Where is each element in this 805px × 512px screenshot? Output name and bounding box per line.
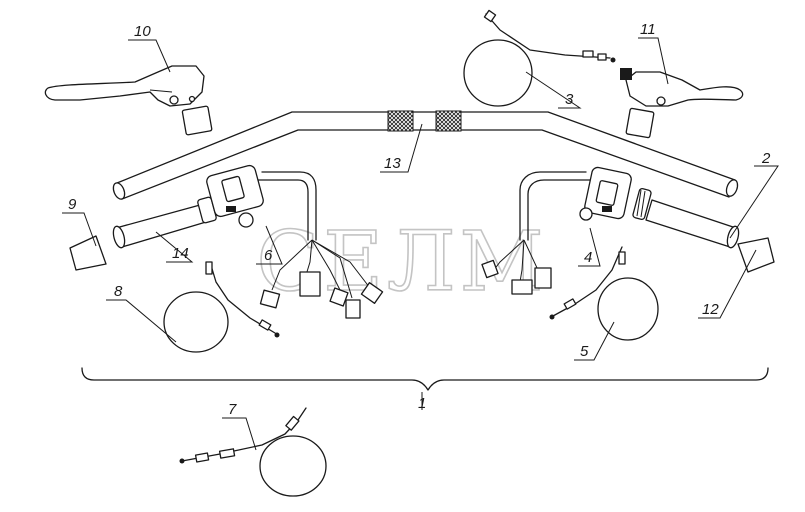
right-lever bbox=[620, 68, 744, 139]
callout-8: 8 bbox=[114, 283, 123, 300]
leader-lines bbox=[62, 37, 779, 451]
callout-11: 11 bbox=[640, 21, 656, 38]
cable-3 bbox=[463, 9, 616, 107]
callout-10: 10 bbox=[134, 23, 151, 40]
callout-1: 1 bbox=[418, 395, 426, 412]
cable-5 bbox=[549, 246, 659, 341]
callout-2: 2 bbox=[761, 150, 771, 167]
callout-4: 4 bbox=[584, 249, 592, 266]
right-grip bbox=[632, 187, 740, 249]
right-grip-cap bbox=[737, 237, 775, 273]
cable-8 bbox=[163, 261, 280, 353]
callout-3: 3 bbox=[565, 91, 574, 108]
cable-7 bbox=[179, 407, 327, 497]
callout-5: 5 bbox=[580, 343, 589, 360]
callout-13: 13 bbox=[384, 155, 401, 172]
left-grip-cap bbox=[69, 235, 107, 271]
callout-6: 6 bbox=[264, 247, 273, 264]
right-switch bbox=[481, 166, 632, 295]
callout-14: 14 bbox=[172, 245, 189, 262]
callout-12: 12 bbox=[702, 301, 719, 318]
callout-7: 7 bbox=[228, 401, 237, 418]
left-lever bbox=[44, 65, 213, 136]
callout-labels: 1 2 3 4 5 6 7 8 9 10 11 12 13 14 bbox=[68, 21, 771, 418]
left-switch bbox=[206, 164, 384, 319]
left-grip bbox=[112, 196, 217, 249]
callout-9: 9 bbox=[68, 196, 77, 213]
assembly-brace bbox=[81, 367, 769, 391]
